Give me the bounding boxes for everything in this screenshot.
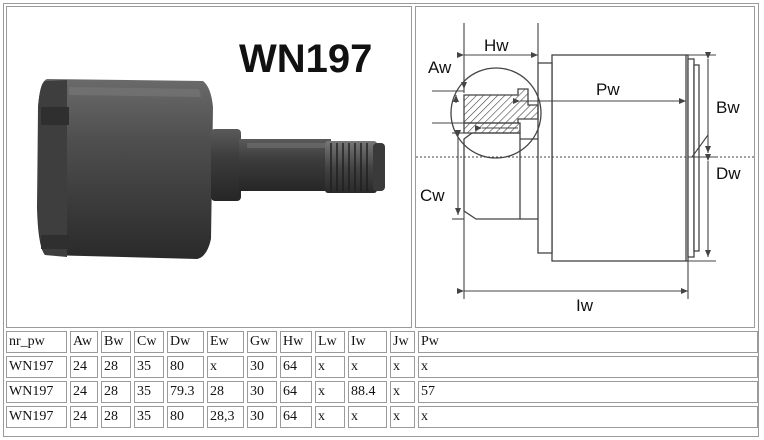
header-ew: Ew (207, 331, 244, 353)
cell: 28 (101, 356, 131, 378)
header-nr-pw: nr_pw (6, 331, 67, 353)
cell: x (315, 381, 345, 403)
dimension-diagram-cell: Hw Aw Pw Bw Dw Cw Iw (415, 6, 755, 328)
header-dw: Dw (167, 331, 204, 353)
cell: 64 (280, 381, 312, 403)
cv-joint-photo (37, 79, 385, 259)
cell: 80 (167, 356, 204, 378)
cell: 64 (280, 356, 312, 378)
cell: 79.3 (167, 381, 204, 403)
cell: x (390, 356, 415, 378)
cell: x (390, 381, 415, 403)
header-hw: Hw (280, 331, 312, 353)
cell: x (390, 406, 415, 428)
header-cw: Cw (134, 331, 164, 353)
cell: 28 (101, 381, 131, 403)
header-aw: Aw (70, 331, 98, 353)
product-spec-panel (3, 3, 759, 437)
cell: 35 (134, 381, 164, 403)
label-iw: Iw (576, 296, 594, 315)
cell: 80 (167, 406, 204, 428)
cell: 57 (418, 381, 758, 403)
label-aw: Aw (428, 58, 452, 77)
label-bw: Bw (716, 98, 740, 117)
cell: 28 (101, 406, 131, 428)
label-cw: Cw (420, 186, 445, 205)
header-lw: Lw (315, 331, 345, 353)
cell: 30 (247, 406, 277, 428)
label-pw: Pw (596, 80, 620, 99)
cell: 35 (134, 406, 164, 428)
cell: x (418, 406, 758, 428)
header-bw: Bw (101, 331, 131, 353)
header-jw: Jw (390, 331, 415, 353)
table-row: WN197 24 28 35 80 28,3 30 64 x x x x (6, 406, 758, 428)
cell: x (207, 356, 244, 378)
product-title: WN197 (239, 37, 373, 81)
cell: 28 (207, 381, 244, 403)
cell: 64 (280, 406, 312, 428)
cell: 28,3 (207, 406, 244, 428)
cell: WN197 (6, 381, 67, 403)
cell: 24 (70, 381, 98, 403)
cell: 35 (134, 356, 164, 378)
dimension-diagram: Hw Aw Pw Bw Dw Cw Iw (416, 23, 754, 315)
cell: 24 (70, 356, 98, 378)
table-row: WN197 24 28 35 80 x 30 64 x x x x (6, 356, 758, 378)
table-header-row: nr_pw Aw Bw Cw Dw Ew Gw Hw Lw Iw Jw Pw (6, 331, 758, 353)
table-row: WN197 24 28 35 79.3 28 30 64 x 88.4 x 57 (6, 381, 758, 403)
cell: WN197 (6, 356, 67, 378)
cell: 24 (70, 406, 98, 428)
dimensions-table: nr_pw Aw Bw Cw Dw Ew Gw Hw Lw Iw Jw Pw W… (3, 328, 761, 431)
product-photo-cell: WN197 (6, 6, 412, 328)
label-dw: Dw (716, 164, 741, 183)
header-gw: Gw (247, 331, 277, 353)
header-pw: Pw (418, 331, 758, 353)
cell: 88.4 (348, 381, 387, 403)
cell: 30 (247, 356, 277, 378)
cell: x (348, 356, 387, 378)
cell: WN197 (6, 406, 67, 428)
cell: x (315, 356, 345, 378)
cell: x (418, 356, 758, 378)
header-iw: Iw (348, 331, 387, 353)
cell: x (348, 406, 387, 428)
cell: 30 (247, 381, 277, 403)
cell: x (315, 406, 345, 428)
label-hw: Hw (484, 36, 509, 55)
